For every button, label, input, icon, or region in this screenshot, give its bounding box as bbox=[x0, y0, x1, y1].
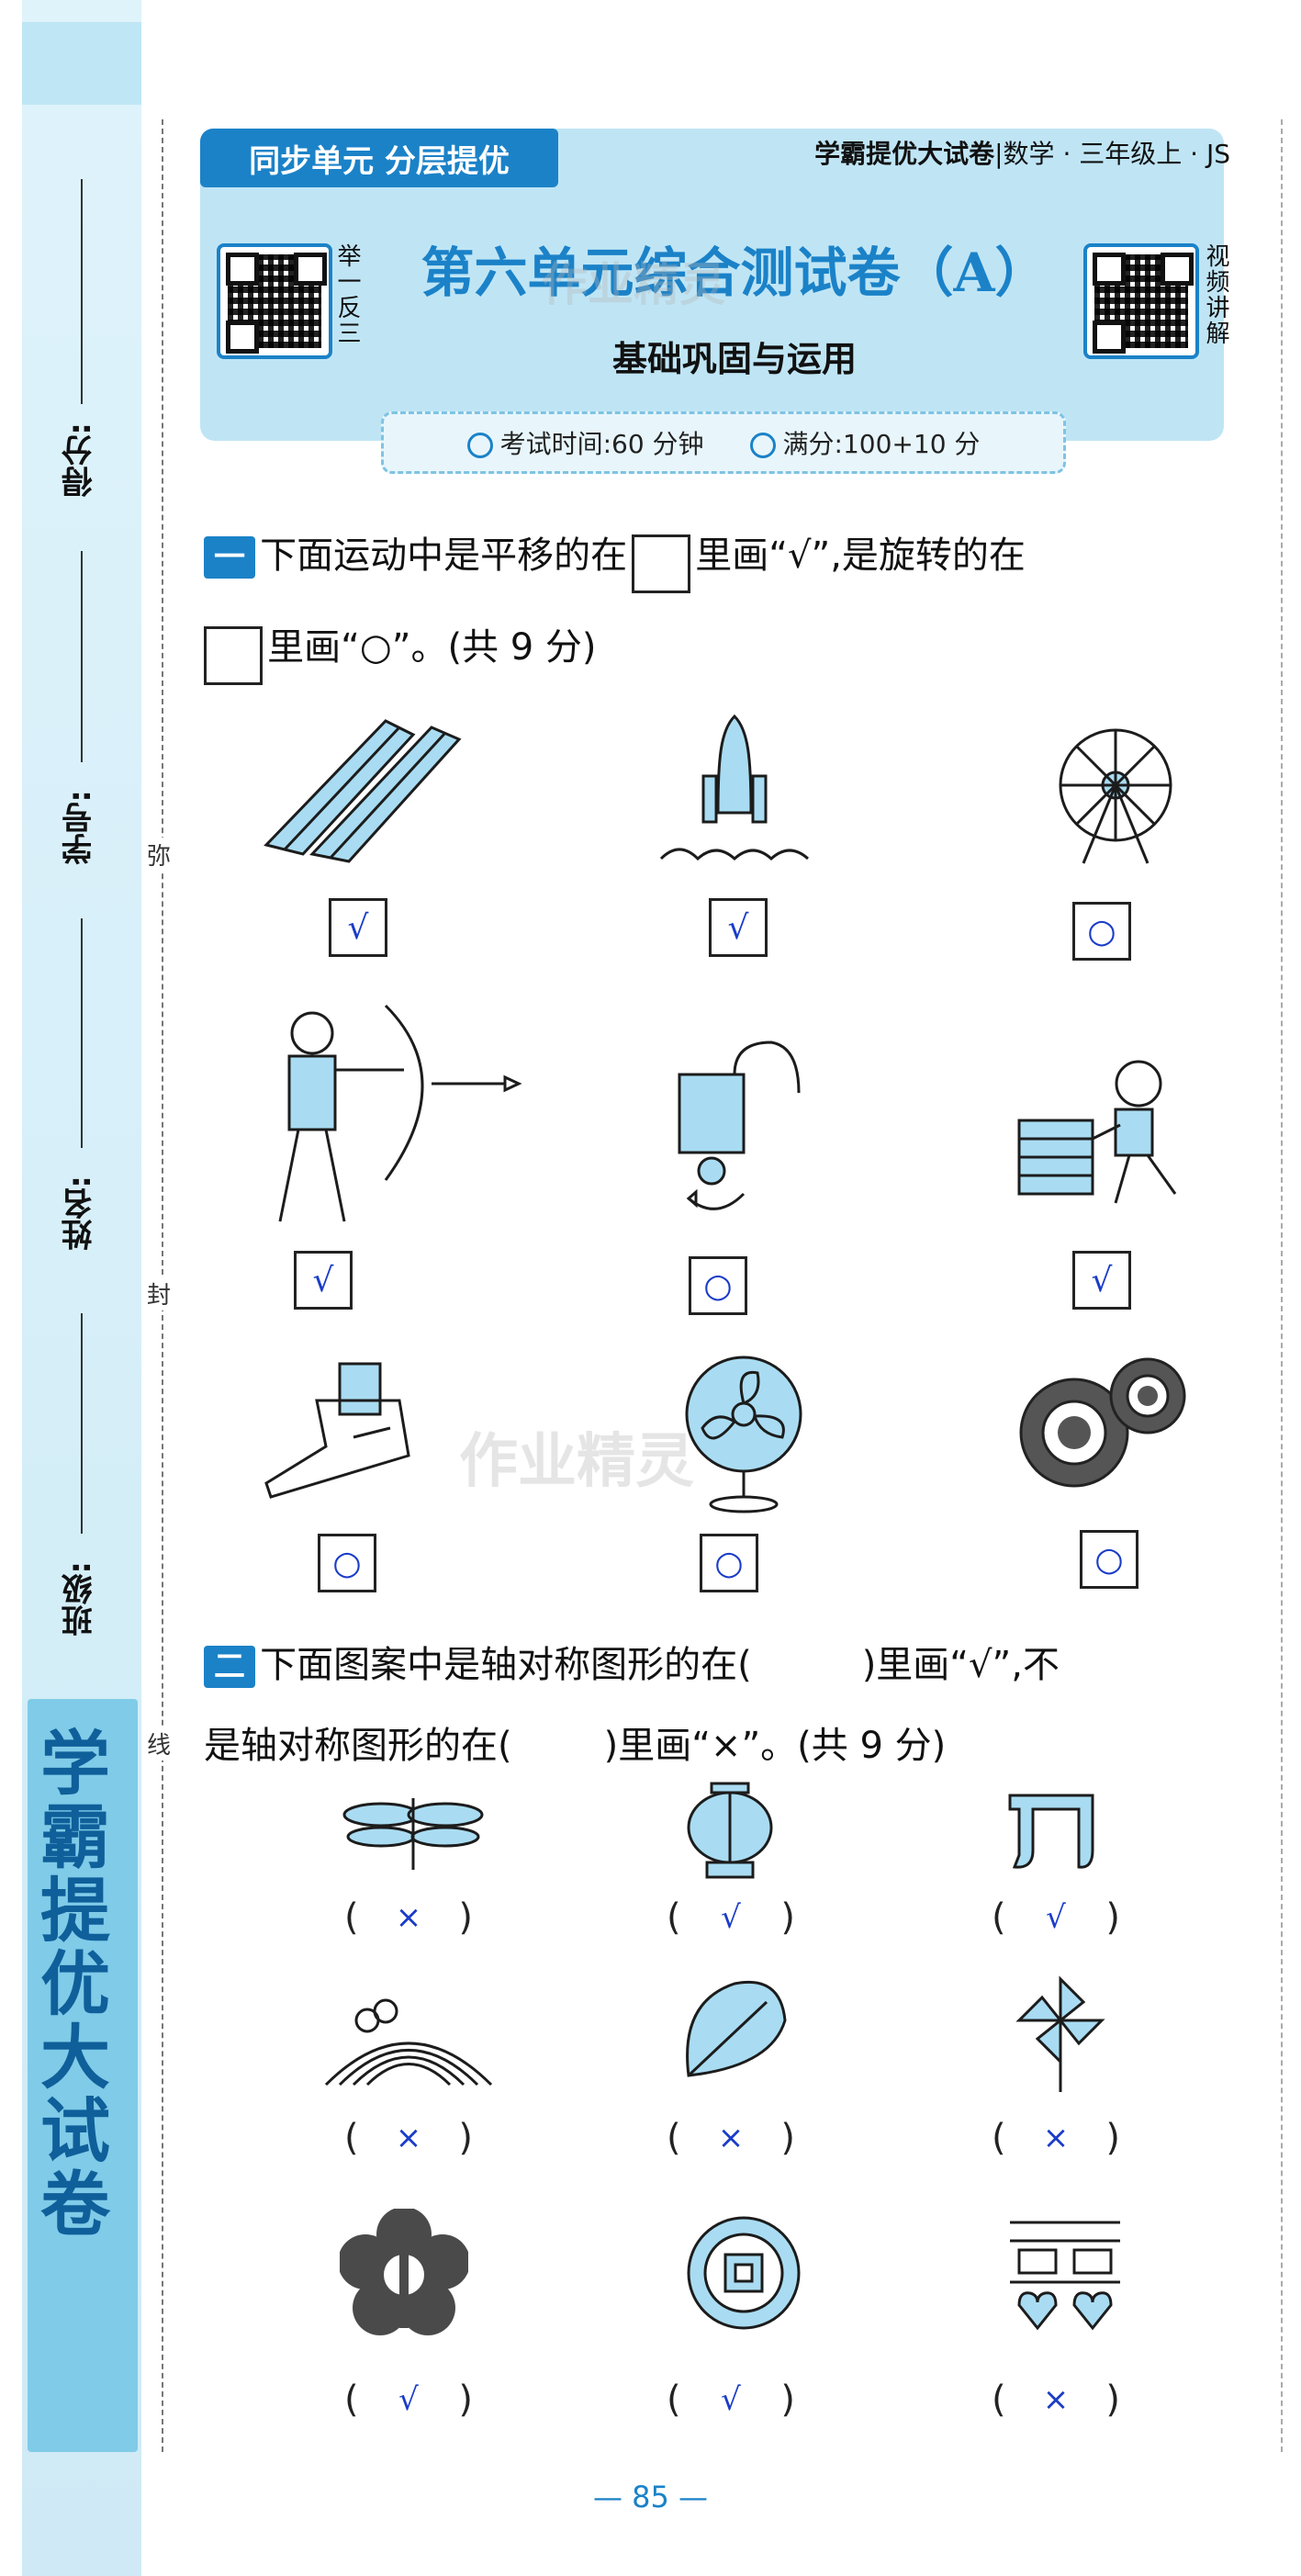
coin-illustration bbox=[687, 2216, 801, 2330]
qr-code-left[interactable] bbox=[217, 243, 332, 359]
q2-answer-6[interactable]: (×) bbox=[992, 2117, 1120, 2159]
q2-number: 二 bbox=[204, 1646, 255, 1688]
q2-text-d: )里画“×”。(共 9 分) bbox=[603, 1725, 947, 1767]
q2-answer-4[interactable]: (×) bbox=[344, 2117, 473, 2159]
q2-answer-1-mark: × bbox=[395, 1899, 422, 1936]
pi-shape-illustration bbox=[1008, 1794, 1094, 1869]
archer-illustration bbox=[278, 1004, 522, 1222]
binding-strip-top bbox=[22, 22, 141, 105]
score-info: 满分:100+10 分 bbox=[749, 424, 981, 461]
q2-line2: 是轴对称图形的在( )里画“×”。(共 9 分) bbox=[204, 1715, 1251, 1769]
class-line bbox=[81, 1313, 83, 1534]
q1-answer-box-7[interactable]: ○ bbox=[318, 1534, 376, 1592]
series-title: 学霸提优大试卷 |数学 · 三年级上 · JS bbox=[698, 129, 1230, 176]
unit-tag: 同步单元 分层提优 bbox=[200, 129, 558, 187]
q2-answer-7[interactable]: (√) bbox=[344, 2379, 473, 2421]
q2-answer-9-mark: × bbox=[1042, 2381, 1070, 2418]
qr-left-label: 举一反三 bbox=[333, 243, 361, 346]
score-label: 得分: bbox=[62, 422, 98, 498]
q1-answer-box-9[interactable]: ○ bbox=[1080, 1530, 1138, 1589]
q2-line1: 二 下面图案中是轴对称图形的在( )里画“√”,不 bbox=[204, 1635, 1251, 1688]
q2-answer-3-mark: √ bbox=[1046, 1899, 1066, 1936]
q2-answer-3[interactable]: (√) bbox=[992, 1896, 1120, 1939]
faucet-illustration bbox=[678, 1041, 801, 1210]
q2-answer-2[interactable]: (√) bbox=[667, 1896, 795, 1939]
q2-text-b: )里画“√”,不 bbox=[861, 1644, 1060, 1686]
fan-illustration bbox=[685, 1355, 802, 1513]
time-text: 考试时间:60 分钟 bbox=[499, 429, 704, 459]
q1-answer-box-2[interactable]: √ bbox=[709, 898, 768, 957]
boy-pushing-box-illustration bbox=[1017, 1060, 1177, 1204]
plum-blossom-illustration bbox=[340, 2209, 468, 2335]
q1-number: 一 bbox=[204, 536, 255, 579]
q1-text-c: 里画“○”。(共 9 分) bbox=[267, 626, 597, 669]
q1-answer-box-5[interactable]: ○ bbox=[689, 1256, 747, 1315]
q2-answer-7-mark: √ bbox=[398, 2381, 419, 2418]
qr-code-right[interactable] bbox=[1083, 243, 1199, 359]
q1-text-a: 下面运动中是平移的在 bbox=[260, 534, 628, 577]
right-dashed-line bbox=[1281, 119, 1283, 2452]
pinwheel-illustration bbox=[1015, 1975, 1105, 2092]
score-line bbox=[81, 179, 83, 404]
q2-answer-4-mark: × bbox=[395, 2120, 422, 2156]
q2-answer-5-mark: × bbox=[717, 2120, 745, 2156]
lantern-illustration bbox=[687, 1782, 773, 1879]
q2-answer-6-mark: × bbox=[1042, 2120, 1070, 2156]
seal-char-2: 封 bbox=[147, 1277, 172, 1310]
q1-answer-box-8[interactable]: ○ bbox=[700, 1534, 758, 1592]
q1-answer-box-1[interactable]: √ bbox=[329, 898, 387, 957]
q1-line2: 里画“○”。(共 9 分) bbox=[204, 617, 1241, 685]
rainbow-pattern-illustration bbox=[324, 1998, 493, 2087]
q1-text-b: 里画“√”,是旋转的在 bbox=[695, 534, 1026, 577]
exam-info: 考试时间:60 分钟 满分:100+10 分 bbox=[381, 411, 1066, 474]
double-happiness-illustration bbox=[1010, 2221, 1120, 2331]
q2-answer-8-mark: √ bbox=[721, 2381, 741, 2418]
brand-text: 学霸提优大试卷 bbox=[28, 1727, 110, 2241]
q1-sample-box-2 bbox=[204, 625, 263, 685]
time-info: 考试时间:60 分钟 bbox=[466, 424, 704, 461]
seal-char-3: 线 bbox=[147, 1727, 172, 1760]
page-title: 第六单元综合测试卷（A） bbox=[421, 242, 1049, 304]
q1-answer-box-6[interactable]: √ bbox=[1072, 1251, 1131, 1310]
rocket-illustration bbox=[659, 714, 810, 861]
q2-text-a: 下面图案中是轴对称图形的在( bbox=[260, 1644, 752, 1686]
wrench-illustration bbox=[264, 1362, 410, 1499]
gears-illustration bbox=[1019, 1357, 1186, 1488]
q2-answer-1[interactable]: (×) bbox=[344, 1896, 473, 1939]
page-number: — 85 — bbox=[592, 2480, 709, 2514]
escalator-illustration bbox=[264, 719, 462, 863]
name-label: 姓名: bbox=[62, 1176, 98, 1251]
brand-banner bbox=[28, 1699, 138, 2452]
q1-answer-box-4[interactable]: √ bbox=[294, 1251, 353, 1310]
leaf-illustration bbox=[686, 1980, 787, 2077]
seal-char-1: 弥 bbox=[147, 838, 172, 872]
class-label: 班级: bbox=[62, 1561, 98, 1637]
q1-line1: 一 下面运动中是平移的在 里画“√”,是旋转的在 bbox=[204, 525, 1241, 593]
q1-sample-box-1 bbox=[632, 534, 691, 593]
q1-answer-box-3[interactable]: ○ bbox=[1072, 902, 1131, 961]
qr-right-label: 视频讲解 bbox=[1202, 243, 1229, 346]
name-line bbox=[81, 918, 83, 1148]
id-line bbox=[81, 551, 83, 762]
page-subtitle: 基础巩固与运用 bbox=[611, 339, 857, 379]
dragonfly-illustration bbox=[342, 1798, 484, 1870]
q2-answer-5[interactable]: (×) bbox=[667, 2117, 795, 2159]
series-bold: 学霸提优大试卷 bbox=[814, 139, 995, 169]
q2-answer-2-mark: √ bbox=[721, 1899, 741, 1936]
clock-icon bbox=[466, 433, 493, 458]
series-rest: |数学 · 三年级上 · JS bbox=[994, 139, 1230, 169]
q2-text-c: 是轴对称图形的在( bbox=[204, 1725, 512, 1767]
score-text: 满分:100+10 分 bbox=[782, 429, 981, 459]
check-circle-icon bbox=[749, 433, 776, 458]
watermark-top: 作业精灵 bbox=[542, 258, 725, 311]
ferris-wheel-illustration bbox=[1059, 728, 1172, 864]
watermark: 作业精灵 bbox=[459, 1428, 694, 1496]
q2-answer-9[interactable]: (×) bbox=[992, 2379, 1120, 2421]
q2-answer-8[interactable]: (√) bbox=[667, 2379, 795, 2421]
id-label: 学号: bbox=[62, 790, 98, 865]
